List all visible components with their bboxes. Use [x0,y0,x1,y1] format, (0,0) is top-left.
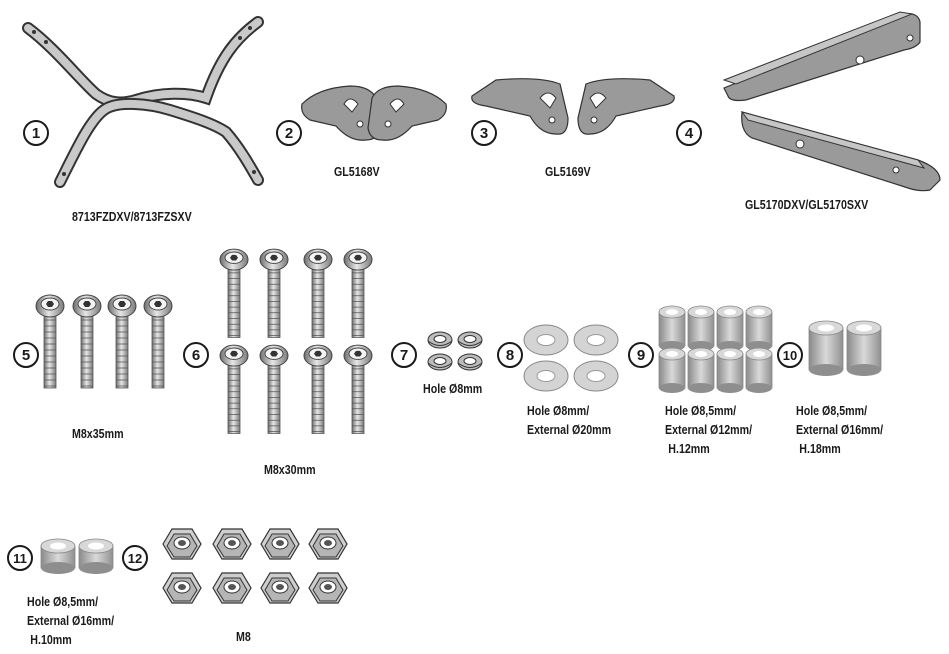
part-caption-line: GL5168V [334,164,380,179]
part-caption: Hole Ø8,5mm/ External Ø16mm/ H.18mm [796,401,883,458]
part-number-badge: 10 [777,342,803,368]
part-caption: Hole Ø8,5mm/ External Ø16mm/ H.10mm [27,592,114,649]
part-caption-line: H.18mm [799,441,841,456]
spacers-h12 [658,305,773,394]
part-caption-line: External Ø16mm/ [796,422,884,437]
part-number-badge: 8 [497,342,523,368]
part-caption: 8713FZDXV/8713FZSXV [72,207,192,226]
part-caption-line: External Ø12mm/ [665,422,753,437]
part-caption-line: Hole Ø8,5mm/ [665,403,737,418]
part-number-badge: 9 [628,342,654,368]
part-number-badge: 4 [676,120,702,146]
x-frame-part [22,16,264,188]
part-caption-line: M8x35mm [72,426,124,441]
part-number-badge: 6 [183,342,209,368]
part-caption-line: GL5170DXV/GL5170SXV [745,197,869,212]
part-caption-line: GL5169V [545,164,591,179]
spacers-h18 [808,320,882,377]
part-number-badge: 11 [7,545,33,571]
bracket-pair-part [301,85,447,141]
part-caption-line: Hole Ø8mm [423,381,483,396]
plate-pair-part [722,11,941,192]
part-caption: Hole Ø8mm/ External Ø20mm [527,401,611,439]
part-caption: M8 [236,627,251,646]
part-caption-line: M8 [236,629,251,644]
part-caption-line: 8713FZDXV/8713FZSXV [72,209,192,224]
part-caption: M8x35mm [72,424,124,443]
part-caption-line: M8x30mm [264,462,316,477]
part-caption-line: H.10mm [30,632,72,647]
screws-m8x35 [35,294,173,389]
part-caption: GL5170DXV/GL5170SXV [745,195,868,214]
part-number-badge: 3 [471,120,497,146]
part-caption-line: External Ø16mm/ [27,613,115,628]
part-number-badge: 1 [23,120,49,146]
part-caption-line: Hole Ø8,5mm/ [27,594,99,609]
part-caption-line: Hole Ø8,5mm/ [796,403,868,418]
part-caption-line: External Ø20mm [527,422,612,437]
spring-washers [427,331,483,371]
flat-washers [523,324,619,392]
part-caption: GL5169V [545,162,591,181]
spacers-h10 [40,538,114,575]
flange-nuts [162,528,348,604]
part-number-badge: 7 [391,342,417,368]
part-number-badge: 5 [13,342,39,368]
screws-m8x30 [219,248,373,434]
part-caption: Hole Ø8,5mm/ External Ø12mm/ H.12mm [665,401,752,458]
part-caption-line: H.12mm [668,441,710,456]
part-caption-line: Hole Ø8mm/ [527,403,590,418]
part-number-badge: 2 [276,120,302,146]
bracket-pair-large-part [471,78,675,135]
part-caption: Hole Ø8mm [423,379,482,398]
part-caption: M8x30mm [264,460,316,479]
part-number-badge: 12 [122,545,148,571]
part-caption: GL5168V [334,162,380,181]
